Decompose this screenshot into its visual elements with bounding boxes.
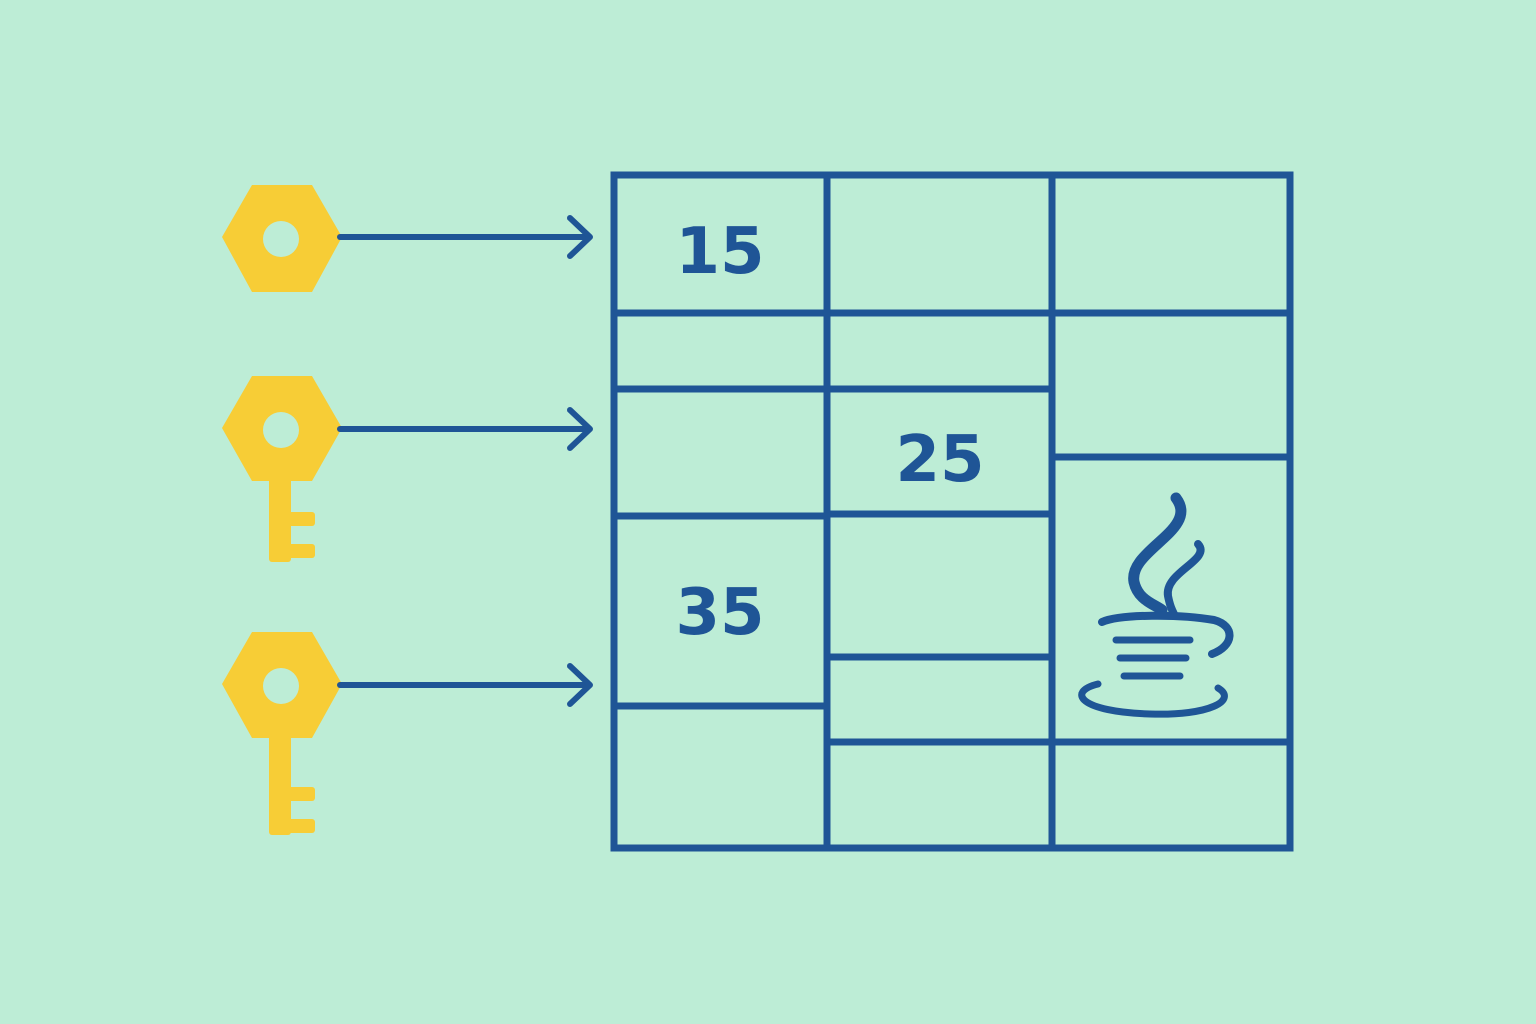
cell-value-15: 15 xyxy=(675,215,764,289)
cell-value-35: 35 xyxy=(675,576,764,650)
key-icon xyxy=(222,632,342,835)
arrow-3 xyxy=(337,663,593,707)
hex-nut-icon xyxy=(222,185,342,292)
key-icon xyxy=(222,376,342,562)
arrow-1 xyxy=(337,215,593,259)
cell-value-25: 25 xyxy=(895,423,984,497)
table-grid xyxy=(610,171,1294,852)
java-coffee-cup-icon xyxy=(1078,492,1234,718)
arrow-2 xyxy=(337,407,593,451)
